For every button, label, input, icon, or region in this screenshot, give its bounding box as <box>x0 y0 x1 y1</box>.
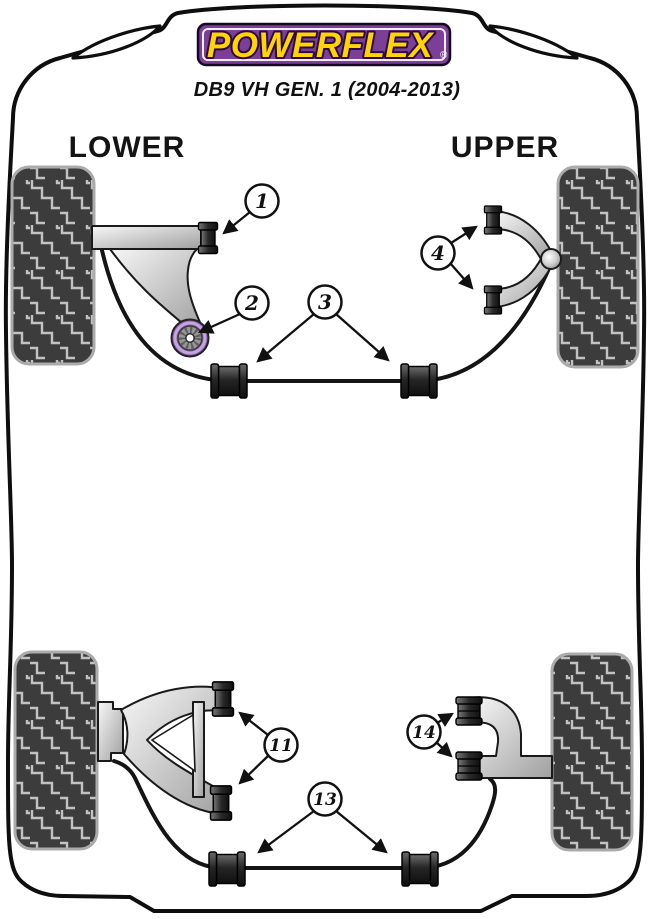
headlight-right-outline <box>488 24 579 60</box>
svg-text:3: 3 <box>318 290 332 314</box>
tire-rear-right <box>550 652 634 852</box>
brand-wordmark: POWERFLEX <box>207 26 435 65</box>
tire-front-right <box>556 165 640 369</box>
bushing-4-bottom <box>483 285 503 315</box>
callout-11[interactable]: 11 <box>263 727 299 763</box>
rear-upper-arm <box>469 696 553 779</box>
svg-text:1: 1 <box>255 189 269 213</box>
tire-rear-left <box>13 650 99 851</box>
front-arb-bushing-left <box>210 363 248 399</box>
ball-joint <box>540 248 562 270</box>
callout-13[interactable]: 13 <box>307 781 343 817</box>
registered-trademark: ® <box>440 50 448 61</box>
rear-arb-bushing-right <box>401 851 439 887</box>
rear-lower-arm <box>97 685 226 815</box>
svg-text:4: 4 <box>431 241 445 265</box>
bushing-14-top <box>455 696 483 726</box>
svg-text:13: 13 <box>313 790 337 810</box>
purple-bushing-2 <box>170 318 210 358</box>
front-lower-arm <box>91 225 204 330</box>
callout-1[interactable]: 1 <box>244 183 280 219</box>
rear-arb-bushing-left <box>208 851 246 887</box>
callout-4[interactable]: 4 <box>420 235 456 271</box>
label-lower: LOWER <box>69 131 186 164</box>
model-title: DB9 VH GEN. 1 (2004-2013) <box>194 79 461 101</box>
tire-front-left <box>10 165 96 366</box>
label-upper: UPPER <box>451 131 559 164</box>
svg-text:11: 11 <box>269 736 293 756</box>
svg-text:14: 14 <box>412 723 436 743</box>
headlight-left-outline <box>71 24 162 60</box>
front-arb-bushing-right <box>400 363 438 399</box>
bushing-11-top <box>211 681 235 717</box>
callout-2[interactable]: 2 <box>234 285 270 321</box>
callout-arrows <box>197 211 478 854</box>
front-upper-arm <box>494 210 562 308</box>
callout-3[interactable]: 3 <box>307 284 343 320</box>
callout-14[interactable]: 14 <box>406 714 442 750</box>
bushing-14-bottom <box>455 751 483 781</box>
bushing-4-top <box>483 205 503 235</box>
powerflex-logo: POWERFLEX ® <box>196 22 452 67</box>
bushing-1 <box>197 221 219 255</box>
bushing-11-bottom <box>209 785 233 821</box>
svg-text:2: 2 <box>244 291 259 315</box>
